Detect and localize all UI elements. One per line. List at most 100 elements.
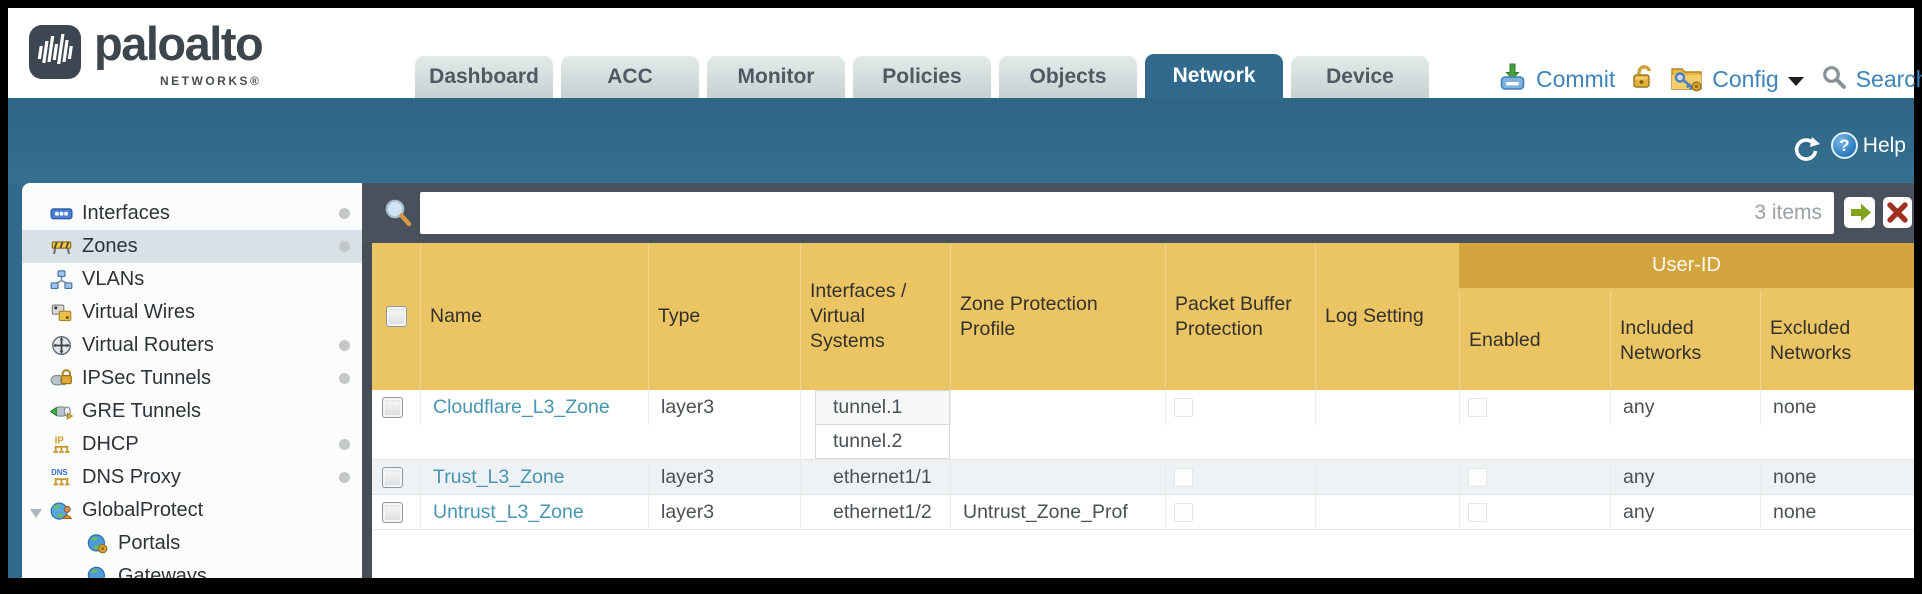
clear-filter-button[interactable]	[1883, 197, 1912, 228]
sidebar-item-label: Interfaces	[82, 202, 170, 224]
zone-name-link[interactable]: Cloudflare_L3_Zone	[433, 396, 610, 418]
interface-cell: tunnel.1	[815, 390, 950, 425]
brand-subtitle: NETWORKS®	[160, 74, 262, 88]
interfaces-icon	[50, 203, 73, 224]
user-id-enabled-checkbox	[1468, 468, 1487, 487]
tab-acc[interactable]: ACC	[561, 56, 699, 98]
toolbar-band: ? Help	[8, 98, 1914, 183]
select-all-checkbox[interactable]	[386, 306, 407, 327]
config-icon[interactable]	[1670, 62, 1703, 97]
sidebar-item-label: VLANs	[82, 268, 145, 290]
user-id-enabled-checkbox	[1468, 503, 1487, 522]
packet-buffer-checkbox	[1174, 468, 1193, 487]
sidebar-item-virtual-routers[interactable]: Virtual Routers	[22, 329, 362, 362]
interface-cell: ethernet1/1	[800, 460, 950, 495]
sidebar-item-label: Portals	[118, 532, 181, 554]
interface-cell: ethernet1/2	[800, 495, 950, 530]
filter-input[interactable]	[420, 192, 1755, 234]
dhcp-icon: IP	[50, 434, 73, 455]
row-checkbox[interactable]	[382, 397, 403, 418]
row-checkbox[interactable]	[382, 502, 403, 523]
user-id-enabled-checkbox	[1468, 398, 1487, 417]
column-header-type[interactable]: Type	[648, 243, 800, 390]
filter-input-wrap: 3 items	[420, 192, 1834, 234]
sidebar-item-label: GRE Tunnels	[82, 400, 201, 422]
sidebar-item-interfaces[interactable]: Interfaces	[22, 197, 362, 230]
vlans-icon	[50, 269, 73, 290]
portals-icon	[86, 533, 109, 554]
column-header-packet-buffer-protection[interactable]: Packet Buffer Protection	[1165, 243, 1315, 390]
tab-dashboard[interactable]: Dashboard	[415, 56, 553, 98]
dns-proxy-icon: DNS	[50, 467, 73, 488]
brand-name: paloalto	[94, 17, 264, 70]
config-menu[interactable]: Config	[1712, 65, 1779, 92]
commit-icon[interactable]	[1498, 62, 1527, 97]
row-checkbox[interactable]	[382, 467, 403, 488]
interface-cell: tunnel.2	[815, 424, 950, 459]
commit-button[interactable]: Commit	[1536, 65, 1616, 92]
refresh-icon[interactable]	[1790, 136, 1822, 169]
status-dot	[339, 340, 350, 351]
sidebar-item-dhcp[interactable]: IP DHCP	[22, 428, 362, 461]
help-label: Help	[1862, 133, 1906, 157]
sidebar-item-label: DNS Proxy	[82, 466, 181, 488]
column-header-log-setting[interactable]: Log Setting	[1315, 243, 1459, 390]
search-icon[interactable]	[1821, 64, 1847, 95]
packet-buffer-checkbox	[1174, 503, 1193, 522]
status-dot	[339, 241, 350, 252]
sidebar-item-ipsec-tunnels[interactable]: IPSec Tunnels	[22, 362, 362, 395]
gateways-icon	[86, 566, 109, 578]
column-header-name[interactable]: Name	[420, 243, 648, 390]
sidebar-item-globalprotect[interactable]: GlobalProtect	[22, 494, 362, 527]
filter-search-icon[interactable]	[382, 197, 414, 234]
sidebar-item-dns-proxy[interactable]: DNS DNS Proxy	[22, 461, 362, 494]
sidebar-item-virtual-wires[interactable]: Virtual Wires	[22, 296, 362, 329]
column-header-zone-protection-profile[interactable]: Zone Protection Profile	[950, 243, 1165, 390]
excluded-networks-cell: none	[1760, 460, 1914, 495]
svg-text:DNS: DNS	[51, 468, 68, 477]
help-control[interactable]: ? Help	[1830, 132, 1906, 159]
tab-objects[interactable]: Objects	[999, 56, 1137, 98]
status-dot	[339, 208, 350, 219]
help-icon: ?	[1830, 132, 1858, 159]
zone-name-link[interactable]: Trust_L3_Zone	[433, 466, 565, 488]
column-header-enabled[interactable]: Enabled	[1459, 291, 1610, 390]
sidebar-item-gateways[interactable]: Gateways	[22, 560, 362, 578]
status-dot	[339, 439, 350, 450]
main-nav-tabs: Dashboard ACC Monitor Policies Objects N…	[415, 54, 1429, 98]
sidebar-item-label: IPSec Tunnels	[82, 367, 211, 389]
zone-name-link[interactable]: Untrust_L3_Zone	[433, 501, 584, 523]
svg-text:IP: IP	[55, 435, 65, 446]
caret-down-icon[interactable]	[1787, 76, 1804, 86]
sidebar-item-label: GlobalProtect	[82, 499, 204, 521]
ipsec-tunnels-icon	[50, 368, 73, 389]
sidebar-item-portals[interactable]: Portals	[22, 527, 362, 560]
sidebar-item-gre-tunnels[interactable]: GRE Tunnels	[22, 395, 362, 428]
tab-policies[interactable]: Policies	[853, 56, 991, 98]
sidebar-item-label: DHCP	[82, 433, 139, 455]
zone-type-cell: layer3	[648, 460, 800, 495]
sidebar-item-zones[interactable]: Zones	[22, 230, 362, 263]
excluded-networks-cell: none	[1760, 495, 1914, 530]
lock-icon[interactable]	[1630, 63, 1655, 96]
tab-monitor[interactable]: Monitor	[707, 56, 845, 98]
virtual-routers-icon	[50, 335, 73, 356]
expander-triangle-icon[interactable]	[28, 504, 44, 518]
column-header-included-networks[interactable]: Included Networks	[1610, 291, 1760, 390]
zone-type-cell: layer3	[648, 495, 800, 530]
included-networks-cell: any	[1610, 390, 1760, 425]
sidebar-item-vlans[interactable]: VLANs	[22, 263, 362, 296]
column-header-excluded-networks[interactable]: Excluded Networks	[1760, 291, 1914, 390]
column-header-interfaces[interactable]: Interfaces / Virtual Systems	[800, 243, 950, 390]
tab-network[interactable]: Network	[1145, 54, 1283, 98]
search-button[interactable]: Search	[1855, 65, 1922, 92]
status-dot	[339, 472, 350, 483]
sidebar-item-label: Gateways	[118, 565, 207, 578]
included-networks-cell: any	[1610, 460, 1760, 495]
apply-filter-button[interactable]	[1844, 197, 1875, 228]
top-header: paloalto NETWORKS® Dashboard ACC Monitor…	[8, 8, 1922, 98]
tab-device[interactable]: Device	[1291, 56, 1429, 98]
zone-protection-cell: Untrust_Zone_Prof	[950, 495, 1165, 530]
gre-tunnels-icon	[49, 401, 74, 422]
network-sidebar: Interfaces Zones VLANs	[22, 183, 362, 578]
